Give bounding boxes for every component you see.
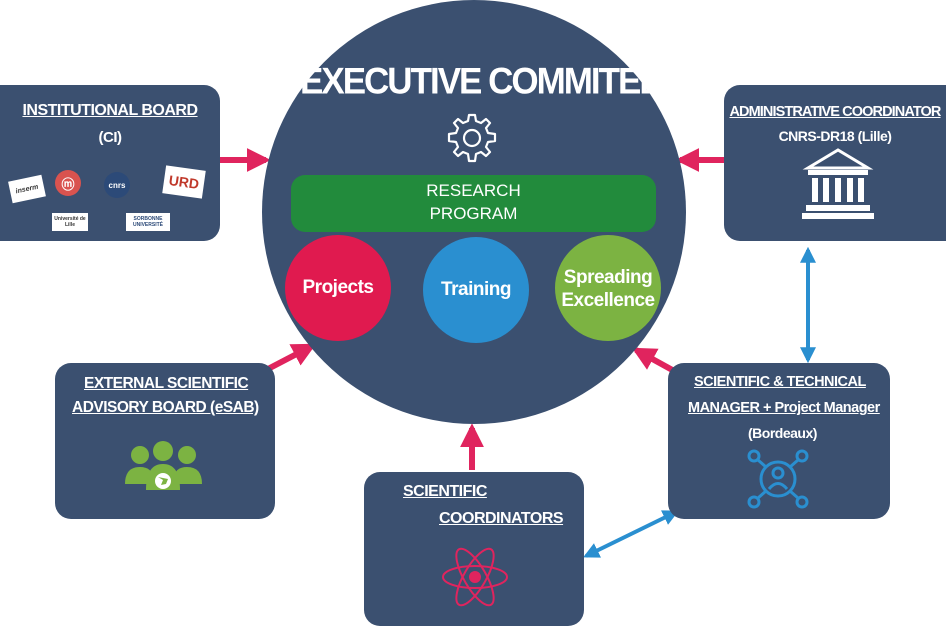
universite-lille-logo: Université de Lille [52, 213, 88, 231]
institutional-board-subtitle: (CI) [98, 129, 123, 146]
spreading-label-line2: Excellence [561, 290, 655, 311]
stm-title-line1: SCIENTIFIC & TECHNICAL [694, 374, 866, 390]
research-program-line2: PROGRAM [429, 204, 518, 223]
sorbonne-logo: SORBONNE UNIVERSITÉ [126, 213, 170, 231]
scientific-coordinators-line1: SCIENTIFIC [403, 483, 487, 500]
institutional-board-box [0, 85, 220, 241]
arrow-stm-to-executive [631, 347, 678, 375]
institutional-board-title: INSTITUTIONAL BOARD [22, 102, 198, 119]
stm-title-line3: (Bordeaux) [748, 425, 817, 441]
cnrs-logo: cnrs [104, 172, 130, 198]
projects-label: Projects [302, 277, 374, 298]
spreading-label-line1: Spreading [563, 267, 653, 288]
urd-logo: URD [162, 165, 206, 199]
training-circle [423, 237, 529, 343]
arrow-sci-stm-bidirectional [583, 510, 679, 558]
training-label: Training [441, 279, 511, 300]
university-logo-m: ⓜ [55, 170, 81, 196]
executive-committee-title: EXECUTIVE COMMITEE [300, 61, 663, 102]
scientific-coordinators-line2: COORDINATORS [439, 510, 564, 527]
esab-title-line1: EXTERNAL SCIENTIFIC [84, 375, 249, 392]
research-program-bar [291, 175, 656, 232]
spreading-circle [555, 235, 661, 341]
arrow-esab-to-executive [264, 343, 317, 373]
research-program-line1: RESEARCH [426, 181, 521, 200]
administrative-coordinator-title: ADMINISTRATIVE COORDINATOR [729, 104, 941, 120]
projects-circle [285, 235, 391, 341]
administrative-coordinator-subtitle: CNRS-DR18 (Lille) [778, 128, 892, 144]
esab-title-line2: ADVISORY BOARD (eSAB) [72, 399, 259, 416]
stm-title-line2: MANAGER + Project Manager [688, 400, 880, 416]
